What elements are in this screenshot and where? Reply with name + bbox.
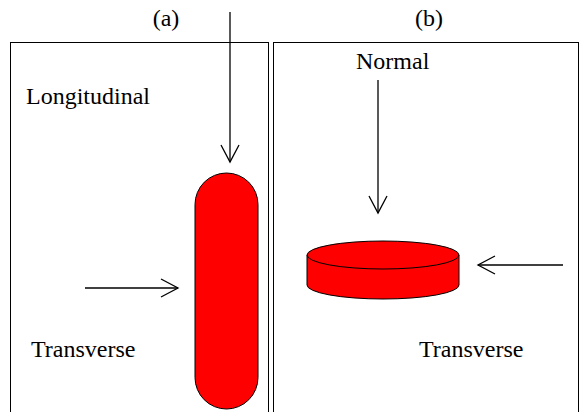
axis-label: Transverse [31,336,135,362]
disk-shape [307,241,459,299]
panel-frame: (a)LongitudinalTransverse [10,42,269,412]
arrow [369,80,387,213]
axis-label: Normal [356,48,429,74]
arrow [85,279,178,297]
arrow [478,256,563,274]
axis-label: Transverse [419,336,523,362]
capsule-shape [195,173,258,409]
arrow [221,12,239,162]
panel-heading: (a) [153,5,180,31]
panel-heading: (b) [415,5,443,31]
panel-frame: (b)NormalTransverse [273,42,579,412]
axis-label: Longitudinal [26,83,150,109]
